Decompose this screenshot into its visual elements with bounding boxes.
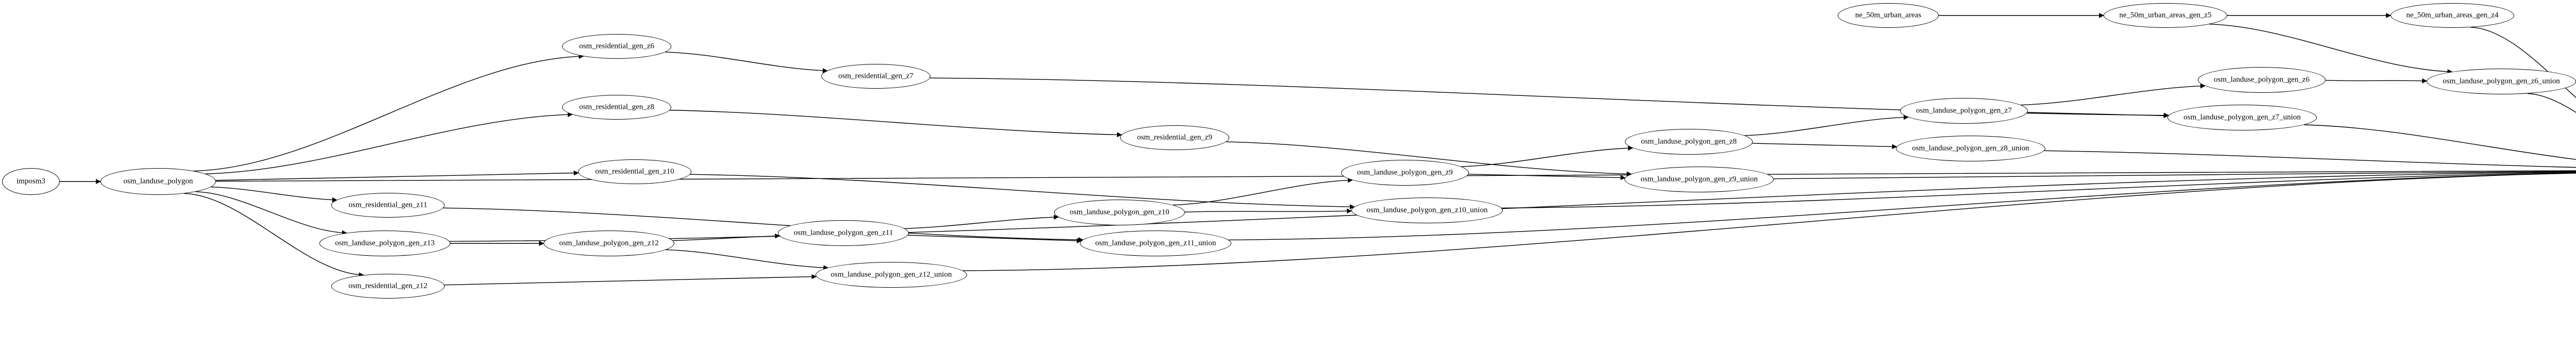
graph-node-label: imposm3 — [16, 177, 45, 185]
graph-edge — [904, 215, 1059, 229]
graph-edge — [2325, 78, 2428, 84]
graph-edge — [1184, 208, 1352, 214]
graph-node-label: osm_landuse_polygon_gen_z7 — [1916, 106, 2012, 114]
graph-node-label: osm_residential_gen_z11 — [348, 201, 428, 209]
graph-node-ne-50m-urban-areas-gen-z5[interactable]: ne_50m_urban_areas_gen_z5 — [2104, 3, 2227, 28]
graph-node-osm-residential-gen-z9[interactable]: osm_residential_gen_z9 — [1120, 125, 1229, 150]
graph-node-label: osm_landuse_polygon_gen_z9_union — [1640, 175, 1758, 183]
graph-node-osm-residential-gen-z7[interactable]: osm_residential_gen_z7 — [821, 64, 930, 89]
graph-edge — [2527, 93, 2576, 113]
graph-edge — [1173, 177, 1353, 206]
graph-node-label: osm_residential_gen_z6 — [579, 42, 654, 50]
graph-node-label: osm_landuse_polygon_gen_z13 — [335, 239, 435, 247]
graph-node-osm-landuse-polygon-gen-z6-union[interactable]: osm_landuse_polygon_gen_z6_union — [2427, 69, 2576, 94]
graph-edge — [690, 174, 1355, 209]
graph-node-osm-landuse-polygon-gen-z12-union[interactable]: osm_landuse_polygon_gen_z12_union — [816, 262, 967, 288]
graph-edge — [2021, 83, 2206, 106]
graph-edge — [195, 191, 347, 236]
graph-node-label: osm_residential_gen_z9 — [1137, 133, 1212, 141]
graph-edge — [211, 186, 337, 203]
graph-edge — [449, 171, 2576, 242]
graph-node-osm-landuse-polygon[interactable]: osm_landuse_polygon — [100, 168, 216, 195]
graph-node-label: osm_landuse_polygon — [123, 177, 193, 185]
graph-node-osm-landuse-polygon-gen-z12[interactable]: osm_landuse_polygon_gen_z12 — [544, 231, 674, 256]
graph-edge — [963, 173, 2576, 271]
graph-node-label: osm_landuse_polygon_gen_z11 — [793, 228, 893, 237]
graph-node-label: osm_landuse_polygon_gen_z8_union — [1912, 144, 2029, 152]
graph-edge — [670, 109, 1122, 138]
graph-node-label: osm_landuse_polygon_gen_z10_union — [1366, 206, 1488, 214]
graph-node-osm-landuse-polygon-gen-z11-union[interactable]: osm_landuse_polygon_gen_z11_union — [1080, 231, 1231, 256]
graph-node-osm-landuse-polygon-gen-z10[interactable]: osm_landuse_polygon_gen_z10 — [1054, 200, 1185, 225]
graph-edge — [1744, 114, 1909, 136]
graph-edge — [1752, 143, 1897, 150]
graph-node-label: osm_residential_gen_z7 — [838, 72, 913, 80]
graph-node-label: osm_landuse_polygon_gen_z12 — [559, 239, 659, 247]
graph-edge — [444, 274, 817, 286]
graph-node-osm-landuse-polygon-gen-z9[interactable]: osm_landuse_polygon_gen_z9 — [1341, 160, 1469, 186]
graph-node-osm-landuse-polygon-gen-z8[interactable]: osm_landuse_polygon_gen_z8 — [1625, 129, 1753, 155]
graph-edge — [194, 54, 584, 172]
graph-edge — [672, 233, 781, 241]
graph-node-ne-50m-urban-areas-gen-z4[interactable]: ne_50m_urban_areas_gen_z4 — [2391, 3, 2514, 28]
graph-edge — [1773, 171, 2576, 179]
graph-edge — [2027, 112, 2169, 119]
graph-edge — [666, 249, 828, 270]
graph-node-label: osm_residential_gen_z10 — [595, 167, 674, 175]
graph-node-ne-50m-urban-areas[interactable]: ne_50m_urban_areas — [1838, 3, 1939, 28]
graph-edge — [665, 52, 828, 73]
graph-node-osm-landuse-polygon-gen-z7-union[interactable]: osm_landuse_polygon_gen_z7_union — [2167, 105, 2317, 130]
graph-node-osm-residential-gen-z11[interactable]: osm_residential_gen_z11 — [331, 193, 445, 218]
graph-node-osm-landuse-polygon-gen-z6[interactable]: osm_landuse_polygon_gen_z6 — [2198, 67, 2326, 93]
graph-node-label: osm_residential_gen_z8 — [579, 103, 654, 111]
graph-node-imposm3[interactable]: imposm3 — [2, 168, 60, 195]
graph-node-osm-landuse-polygon-gen-z8-union[interactable]: osm_landuse_polygon_gen_z8_union — [1896, 136, 2045, 161]
graph-node-osm-residential-gen-z8[interactable]: osm_residential_gen_z8 — [562, 95, 671, 120]
graph-node-osm-landuse-polygon-gen-z13[interactable]: osm_landuse_polygon_gen_z13 — [319, 231, 450, 256]
graph-node-label: osm_landuse_polygon_gen_z10 — [1070, 208, 1170, 216]
graph-node-label: osm_landuse_polygon_gen_z11_union — [1095, 239, 1216, 247]
graph-node-label: osm_landuse_polygon_gen_z6 — [2214, 75, 2310, 84]
graph-node-label: osm_landuse_polygon_gen_z9 — [1357, 168, 1453, 176]
graph-node-label: ne_50m_urban_areas_gen_z5 — [2119, 11, 2212, 19]
graph-edge — [908, 235, 1082, 243]
graph-edge — [2209, 24, 2453, 74]
graph-node-label: osm_landuse_polygon_gen_z8 — [1641, 137, 1737, 145]
graph-edge — [1461, 145, 1633, 167]
graph-node-label: osm_landuse_polygon_gen_z7_union — [2183, 113, 2301, 121]
graph-node-osm-landuse-polygon-gen-z11[interactable]: osm_landuse_polygon_gen_z11 — [778, 220, 909, 246]
graph-node-label: osm_landuse_polygon_gen_z12_union — [831, 270, 952, 278]
graph-edge — [205, 112, 573, 174]
graph-node-label: ne_50m_urban_areas — [1855, 11, 1922, 19]
graph-node-label: ne_50m_urban_areas_gen_z4 — [2406, 11, 2499, 19]
graph-node-osm-residential-gen-z12[interactable]: osm_residential_gen_z12 — [331, 274, 445, 299]
graph-edge — [2304, 124, 2576, 160]
graph-node-osm-landuse-polygon-gen-z10-union[interactable]: osm_landuse_polygon_gen_z10_union — [1351, 198, 1503, 223]
graph-edge — [1468, 174, 1626, 180]
graph-node-osm-landuse-polygon-gen-z7[interactable]: osm_landuse_polygon_gen_z7 — [1900, 98, 2028, 124]
graph-node-label: osm_landuse_polygon_gen_z6_union — [2443, 77, 2560, 85]
graph-node-osm-residential-gen-z6[interactable]: osm_residential_gen_z6 — [562, 34, 671, 59]
graph-node-osm-residential-gen-z10[interactable]: osm_residential_gen_z10 — [578, 159, 691, 184]
graph-edge — [2044, 150, 2576, 168]
graph-node-osm-landuse-polygon-gen-z9-union[interactable]: osm_landuse_polygon_gen_z9_union — [1624, 167, 1774, 192]
graph-edge — [443, 207, 1083, 242]
graph-node-label: osm_residential_gen_z12 — [348, 282, 428, 290]
graph-edge — [215, 170, 579, 181]
